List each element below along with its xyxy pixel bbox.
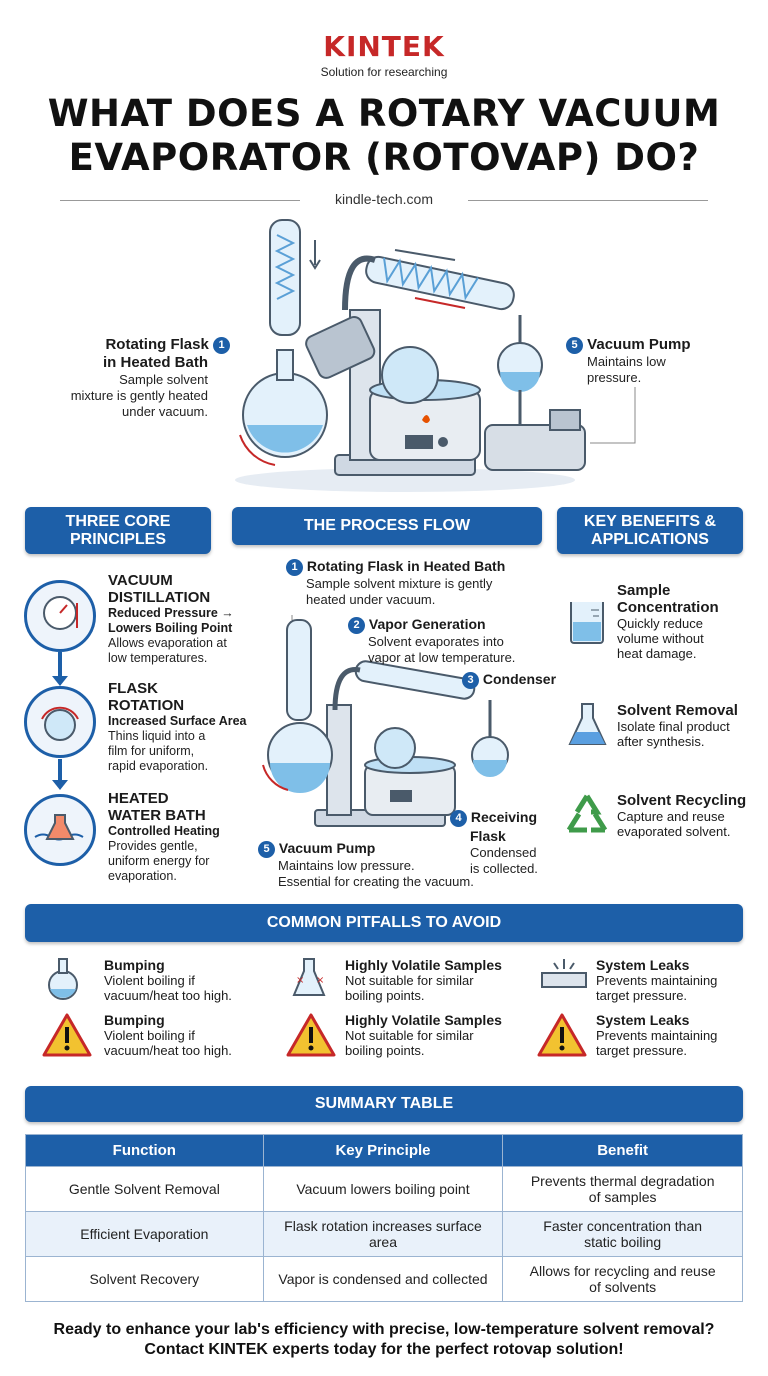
brand-tagline: Solution for researching (320, 65, 448, 79)
hero-callout-rotating-flask: Rotating Flask 1 in Heated Bath Sample s… (60, 336, 230, 420)
pitfall-bumping: Bumping Violent boiling if vacuum/heat t… (104, 957, 232, 1003)
pitfall-volatile-samples: Highly Volatile Samples Not suitable for… (345, 957, 502, 1003)
footer-cta: Ready to enhance your lab's efficiency w… (53, 1321, 715, 1358)
summary-table: Function Key Principle Benefit Gentle So… (25, 1134, 743, 1302)
principles-flow-arrows (52, 652, 68, 790)
table-cell: Solvent Recovery (25, 1256, 264, 1302)
page-title: WHAT DOES A ROTARY VACUUM EVAPORATOR (RO… (47, 92, 721, 179)
process-step-5: 5 Vacuum Pump Maintains low pressure. Es… (258, 839, 498, 890)
svg-text:×: × (296, 975, 304, 986)
process-step-3: 3 Condenser (462, 670, 562, 689)
kintek-logo: KINTEK (323, 30, 445, 63)
pitfall-bumping-warning: Bumping Violent boiling if vacuum/heat t… (104, 1012, 232, 1058)
source-url: kindle-tech.com (334, 191, 434, 207)
pressure-gauge-icon (24, 580, 96, 652)
brand-header: KINTEK Solution for researching (0, 30, 768, 79)
table-header-row: Function Key Principle Benefit (25, 1134, 743, 1167)
source-line: kindle-tech.com (60, 190, 708, 210)
system-leak-icon (541, 959, 587, 988)
pump-leader-line (590, 387, 636, 444)
warning-icon (537, 1013, 587, 1057)
rotating-flask-icon (24, 686, 96, 758)
benefit-solvent-removal: Solvent Removal Isolate final product af… (617, 702, 738, 749)
rotovap-illustration (235, 219, 586, 492)
table-cell: Gentle Solvent Removal (25, 1166, 264, 1212)
table-row: Gentle Solvent Removal Vacuum lowers boi… (25, 1166, 743, 1212)
warning-icon (42, 1013, 92, 1057)
benefit-solvent-recycling: Solvent Recycling Capture and reuse evap… (617, 792, 747, 839)
table-cell: Vapor is condensed and collected (262, 1256, 504, 1302)
step-number-badge: 5 (566, 336, 583, 354)
step-number-badge: 3 (462, 671, 479, 689)
benefit-sample-concentration: Sample Concentration Quickly reduce volu… (617, 582, 719, 661)
table-cell: Vacuum lowers boiling point (262, 1166, 504, 1212)
column-header: Function (25, 1134, 264, 1167)
process-step-2: 2 Vapor Generation Solvent evaporates in… (348, 615, 538, 666)
step-number-badge: 5 (258, 840, 275, 858)
table-row: Solvent Recovery Vapor is condensed and … (25, 1256, 743, 1302)
column-header: Benefit (502, 1134, 743, 1167)
section-process-header: THE PROCESS FLOW (232, 507, 542, 545)
step-number-badge: 4 (450, 809, 467, 827)
process-step-4: 4 Receiving Flask Condensed is collected… (450, 808, 550, 877)
section-benefits-header: KEY BENEFITS & APPLICATIONS (557, 507, 743, 554)
principle-flask-rotation: FLASK ROTATION Increased Surface Area Th… (108, 680, 247, 773)
bumping-flask-icon (48, 958, 78, 1000)
volatile-sample-icon: ×× (292, 958, 326, 996)
erlenmeyer-flask-icon (568, 703, 607, 745)
table-row: Efficient Evaporation Flask rotation inc… (25, 1211, 743, 1257)
pitfall-system-leaks: System Leaks Prevents maintaining target… (596, 957, 718, 1003)
principle-vacuum-distillation: VACUUM DISTILLATION Reduced Pressure → L… (108, 572, 234, 665)
section-principles-header: THREE CORE PRINCIPLES (25, 507, 211, 554)
step-number-badge: 1 (213, 336, 230, 354)
beaker-icon (570, 602, 604, 644)
warning-icon (286, 1013, 336, 1057)
table-cell: Efficient Evaporation (25, 1211, 264, 1257)
process-flow-diagram (262, 615, 509, 827)
step-number-badge: 2 (348, 616, 365, 634)
pitfall-system-leaks-warning: System Leaks Prevents maintaining target… (596, 1012, 718, 1058)
hero-callout-vacuum-pump: 5 Vacuum Pump Maintains low pressure. (566, 336, 746, 386)
pitfall-volatile-samples-warning: Highly Volatile Samples Not suitable for… (345, 1012, 502, 1058)
svg-text:×: × (316, 975, 324, 986)
summary-header: SUMMARY TABLE (25, 1086, 743, 1122)
pitfalls-header: COMMON PITFALLS TO AVOID (25, 904, 743, 942)
process-step-1: 1 Rotating Flask in Heated Bath Sample s… (286, 557, 536, 608)
step-number-badge: 1 (286, 558, 303, 576)
principle-heated-water-bath: HEATED WATER BATH Controlled Heating Pro… (108, 790, 220, 883)
recycle-icon (566, 794, 608, 833)
water-bath-icon (24, 794, 96, 866)
column-header: Key Principle (262, 1134, 504, 1167)
